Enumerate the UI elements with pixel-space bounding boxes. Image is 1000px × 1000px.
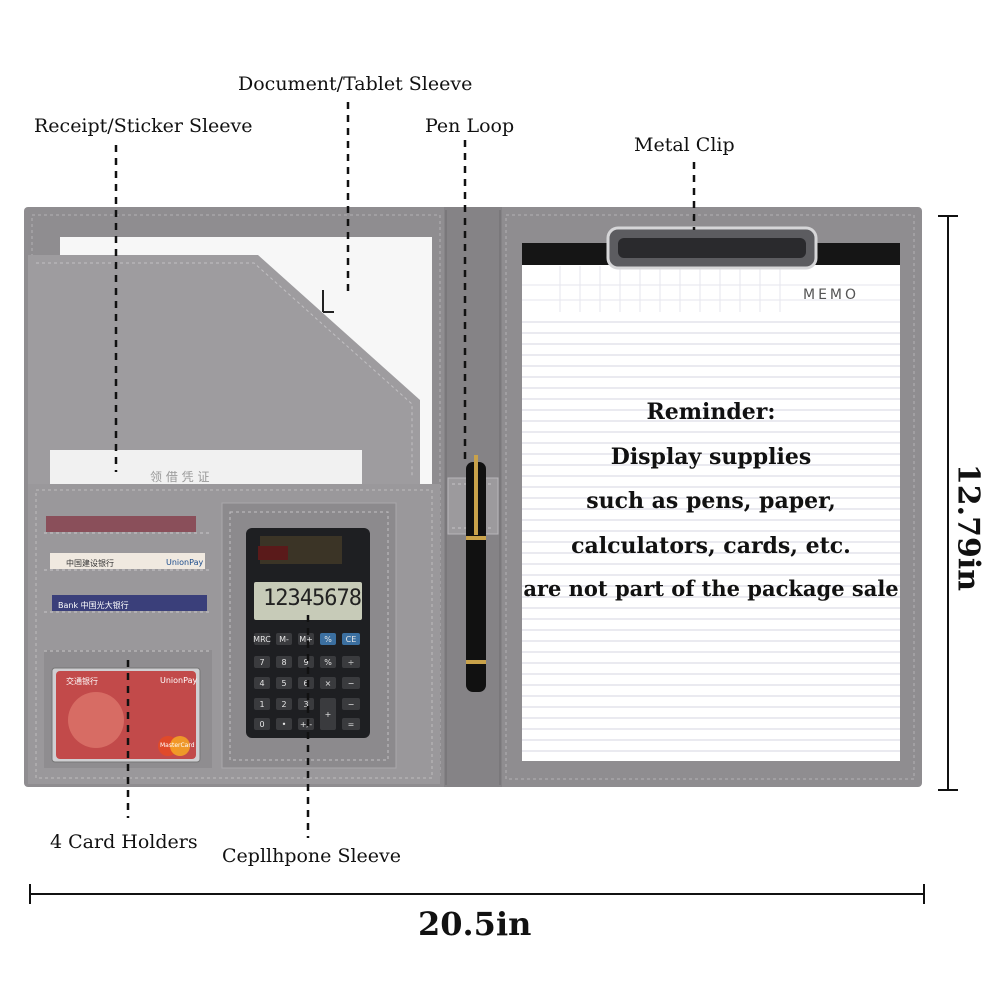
height-dimension-line (938, 215, 958, 791)
svg-text:6: 6 (303, 679, 308, 688)
svg-text:0: 0 (259, 720, 264, 729)
svg-text:MRC: MRC (253, 635, 271, 644)
calculator-screen (254, 582, 362, 620)
svg-text:×: × (325, 679, 332, 688)
svg-text:−: − (348, 679, 355, 688)
memo-label: MEMO (803, 287, 860, 303)
receipt-text: 领 借 凭 证 (150, 470, 210, 484)
svg-text:÷: ÷ (348, 658, 355, 667)
card-4-label: 交通银行 (66, 677, 98, 686)
svg-text:CE: CE (346, 635, 357, 644)
svg-text:=: = (348, 720, 355, 729)
svg-text:%: % (324, 635, 332, 644)
svg-text:%: % (324, 658, 332, 667)
svg-text:3: 3 (303, 700, 308, 709)
card-2-label: 中国建设银行 (66, 559, 114, 568)
card-3-label: Bank 中国光大银行 (58, 601, 129, 610)
svg-text:+/-: +/- (300, 720, 312, 729)
reminder-line-1: Display supplies (610, 444, 812, 470)
card-4-unionpay: UnionPay (160, 676, 198, 685)
callout-pen-loop: Pen Loop (425, 115, 515, 137)
svg-text:9: 9 (303, 658, 308, 667)
svg-text:8: 8 (281, 658, 286, 667)
height-dimension-label: 12.79in (950, 463, 986, 592)
svg-text:M-: M- (279, 635, 289, 644)
memo-ruled-lines (522, 321, 900, 752)
callout-lines (114, 102, 696, 838)
reminder-line-2: such as pens, paper, (586, 488, 836, 514)
callout-document-sleeve: Document/Tablet Sleeve (238, 73, 473, 95)
svg-text:1: 1 (259, 700, 264, 709)
svg-text:+: + (325, 710, 332, 719)
svg-text:•: • (282, 720, 287, 729)
document-sleeve-flap (28, 255, 420, 485)
svg-text:M+: M+ (299, 635, 313, 644)
memo-pad (522, 243, 900, 761)
pen-clip (474, 455, 478, 535)
receipt-paper (50, 450, 362, 490)
pen-body (466, 462, 486, 692)
callout-metal-clip: Metal Clip (634, 134, 735, 156)
svg-text:5: 5 (281, 679, 286, 688)
reminder-heading: Reminder: (646, 399, 776, 425)
svg-text:2: 2 (281, 700, 286, 709)
callout-receipt-sleeve: Receipt/Sticker Sleeve (34, 115, 253, 137)
reminder-line-4: are not part of the package sale (523, 576, 899, 601)
card-4-mastercard: MasterCard (160, 742, 195, 749)
width-dimension-line (29, 884, 925, 904)
svg-text:4: 4 (259, 679, 264, 688)
calculator-display-value: 12345678 (263, 586, 362, 611)
reminder-line-3: calculators, cards, etc. (571, 533, 851, 559)
svg-text:7: 7 (259, 658, 264, 667)
svg-text:−: − (348, 700, 355, 709)
callout-cellphone-sleeve: Cepllhpone Sleeve (222, 845, 402, 867)
calculator-keypad (254, 633, 360, 730)
width-dimension-label: 20.5in (418, 905, 532, 943)
callout-card-holders: 4 Card Holders (50, 831, 198, 853)
card-2-unionpay: UnionPay (166, 558, 204, 567)
